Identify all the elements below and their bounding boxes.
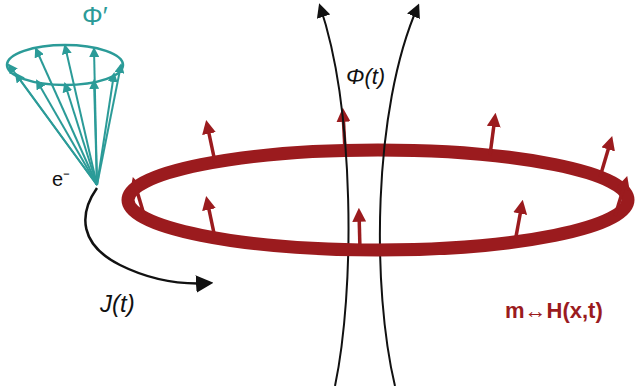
field-label: m↔H(x,t) [505, 298, 603, 323]
cone-ray [94, 81, 97, 185]
moment-arrow [207, 124, 215, 162]
cone-ray [9, 65, 97, 185]
electron-label: e⁻ [52, 168, 70, 191]
flux-label: Φ(t) [344, 64, 387, 89]
cone-rim [7, 45, 123, 85]
flux-line [320, 6, 349, 386]
current-path [85, 188, 210, 283]
flux-line [380, 6, 418, 386]
current-label: J(t) [100, 290, 135, 318]
flux-lines [320, 6, 418, 386]
moment-arrow [600, 140, 611, 177]
magnetization-arrows-front [134, 180, 626, 250]
moment-arrow [490, 117, 495, 155]
moment-arrow [515, 204, 522, 242]
moment-arrow [615, 180, 626, 216]
spin-label: Φ′ [82, 2, 108, 32]
ring-back [128, 150, 628, 200]
ring-front [128, 200, 628, 250]
moment-arrow [359, 212, 360, 250]
cone-ray [94, 49, 97, 185]
cone-ray [36, 49, 97, 185]
magnetization-arrows-back [207, 112, 611, 177]
spin-cone [7, 45, 123, 185]
moment-arrow [134, 181, 145, 218]
moment-arrow [207, 200, 215, 238]
cone-ray [97, 65, 121, 185]
